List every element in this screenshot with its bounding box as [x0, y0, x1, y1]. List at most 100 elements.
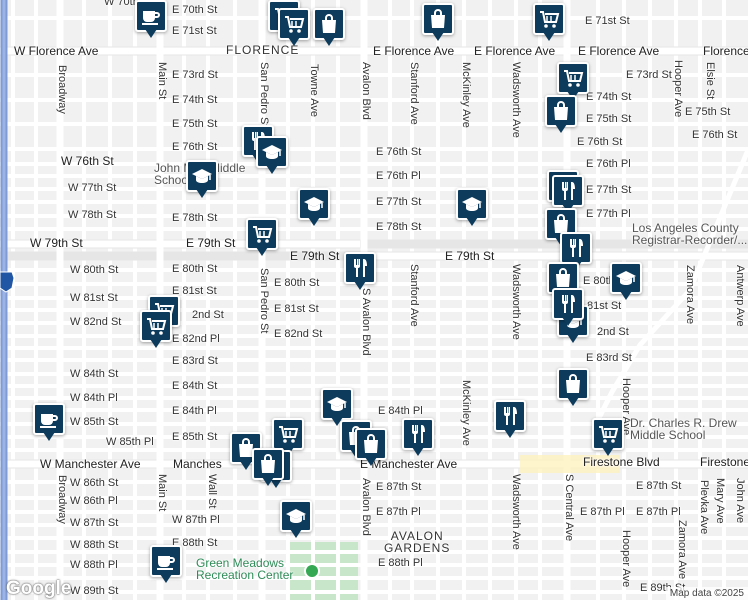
street-label: W 85th St: [70, 416, 119, 428]
street-label: E 73rd St: [172, 69, 218, 81]
map-attribution[interactable]: Map data ©2025: [665, 587, 748, 600]
street-label: E 76th Pl: [376, 170, 421, 182]
neighborhood-label: AVALON GARDENS: [384, 529, 451, 555]
street-label: E 80th St: [172, 263, 218, 275]
poi-pin[interactable]: [456, 188, 488, 228]
pin-tail: [331, 417, 343, 426]
poi-pin[interactable]: [545, 95, 577, 135]
street-label: Firestone: [700, 455, 748, 469]
poi-pin[interactable]: [186, 160, 218, 200]
street-label-vertical: S Avalon Blvd: [360, 288, 372, 356]
google-logo: Google: [6, 578, 72, 599]
street-label: E 83rd St: [586, 352, 632, 364]
poi-pin[interactable]: [150, 545, 182, 585]
street-label-vertical: Wadsworth Ave: [510, 474, 522, 550]
poi-pin[interactable]: [280, 500, 312, 540]
pin-tail: [266, 165, 278, 174]
interstate-shield: [0, 271, 15, 293]
pin-tail: [145, 29, 157, 38]
street-label-vertical: Hooper Ave: [672, 60, 684, 118]
pin-tail: [354, 281, 366, 290]
street-label: E 88th St: [172, 537, 218, 549]
street-label: E 84th St: [172, 380, 218, 392]
pin-tail: [323, 37, 335, 46]
poi-pin[interactable]: [557, 368, 589, 408]
street-label: W 84th St: [70, 368, 119, 380]
park-marker-icon[interactable]: [304, 563, 320, 579]
poi-pin[interactable]: [252, 448, 284, 488]
poi-pin[interactable]: [557, 62, 589, 102]
poi-pin[interactable]: [344, 252, 376, 292]
poi-pin[interactable]: [246, 218, 278, 258]
poi-pin[interactable]: [272, 418, 304, 458]
poi-pin[interactable]: [313, 8, 345, 48]
street-label: W 80th St: [70, 264, 119, 276]
poi-pin[interactable]: [33, 403, 65, 443]
poi-pin[interactable]: [321, 388, 353, 428]
pin-tail: [150, 339, 162, 348]
street-label: E 79th St: [445, 249, 495, 263]
poi-pin[interactable]: [278, 8, 310, 48]
street-label-vertical: McKinley Ave: [460, 380, 472, 446]
pin-tail: [466, 217, 478, 226]
street-label: E 87th St: [636, 480, 682, 492]
street-label-vertical: Plevka Ave: [698, 480, 710, 535]
poi-pin[interactable]: [592, 418, 624, 458]
poi-pin[interactable]: [560, 232, 592, 272]
poi-pin[interactable]: [355, 428, 387, 468]
poi-label[interactable]: Dr. Charles R. Drew Middle School: [630, 416, 737, 442]
street-label: W 86th Pl: [70, 495, 118, 507]
street-label: E 75th St: [685, 106, 731, 118]
pin-tail: [432, 32, 444, 41]
pin-body: [560, 232, 592, 264]
poi-pin[interactable]: [422, 3, 454, 43]
street-label-vertical: Zamora Ave: [684, 265, 696, 325]
street-label: E 87th Pl: [376, 506, 421, 518]
street-label: E 77th St: [376, 196, 422, 208]
poi-label[interactable]: Los Angeles County Registrar-Recorder/..…: [632, 221, 748, 247]
street-label: E 78th St: [376, 221, 422, 233]
pin-tail: [504, 429, 516, 438]
pin-tail: [543, 32, 555, 41]
street-label-vertical: San Pedro St: [258, 268, 270, 334]
street-label: E 71st St: [585, 15, 630, 27]
poi-pin[interactable]: [135, 0, 167, 40]
poi-pin[interactable]: [610, 262, 642, 302]
pin-tail: [288, 37, 300, 46]
pin-tail: [270, 479, 282, 488]
street-label-vertical: Towne Ave: [308, 64, 320, 118]
street-label-vertical: Wadsworth Ave: [510, 264, 522, 340]
pin-body: [321, 388, 353, 420]
pin-body: [552, 288, 584, 320]
street-label: E 88th Pl: [378, 557, 423, 569]
street-label-vertical: Stanford Ave: [408, 62, 420, 125]
poi-pin[interactable]: [552, 288, 584, 328]
street-label: Manches: [173, 457, 222, 471]
poi-pin[interactable]: [298, 188, 330, 228]
street-label: Firestone Blvd: [583, 455, 660, 469]
pin-tail: [555, 124, 567, 133]
pin-tail: [290, 529, 302, 538]
neighborhood-label: FLORENCE: [226, 43, 300, 57]
street-label: E 71st St: [172, 25, 217, 37]
street-label: E 80th St: [274, 277, 320, 289]
street-label: E 84th Pl: [378, 405, 423, 417]
poi-pin[interactable]: [256, 136, 288, 176]
poi-pin[interactable]: [402, 418, 434, 458]
poi-pin[interactable]: [533, 3, 565, 43]
street-label: W Florence Ave: [14, 44, 99, 58]
poi-pin[interactable]: [140, 310, 172, 350]
street-label: E Florence Ave: [578, 44, 660, 58]
street-label-vertical: Broadway: [56, 65, 68, 114]
street-label: E Florence Ave: [474, 44, 556, 58]
poi-pin[interactable]: [494, 400, 526, 440]
pin-tail: [567, 397, 579, 406]
street-label: W 70th St: [104, 0, 153, 8]
street-label: E Florence Ave: [373, 44, 455, 58]
pin-body: [552, 175, 584, 207]
street-label: E 75th St: [172, 118, 218, 130]
poi-label[interactable]: Green Meadows Recreation Center: [196, 556, 294, 582]
street-label: 2nd St: [597, 326, 629, 338]
street-label: E 82nd Pl: [172, 333, 220, 345]
